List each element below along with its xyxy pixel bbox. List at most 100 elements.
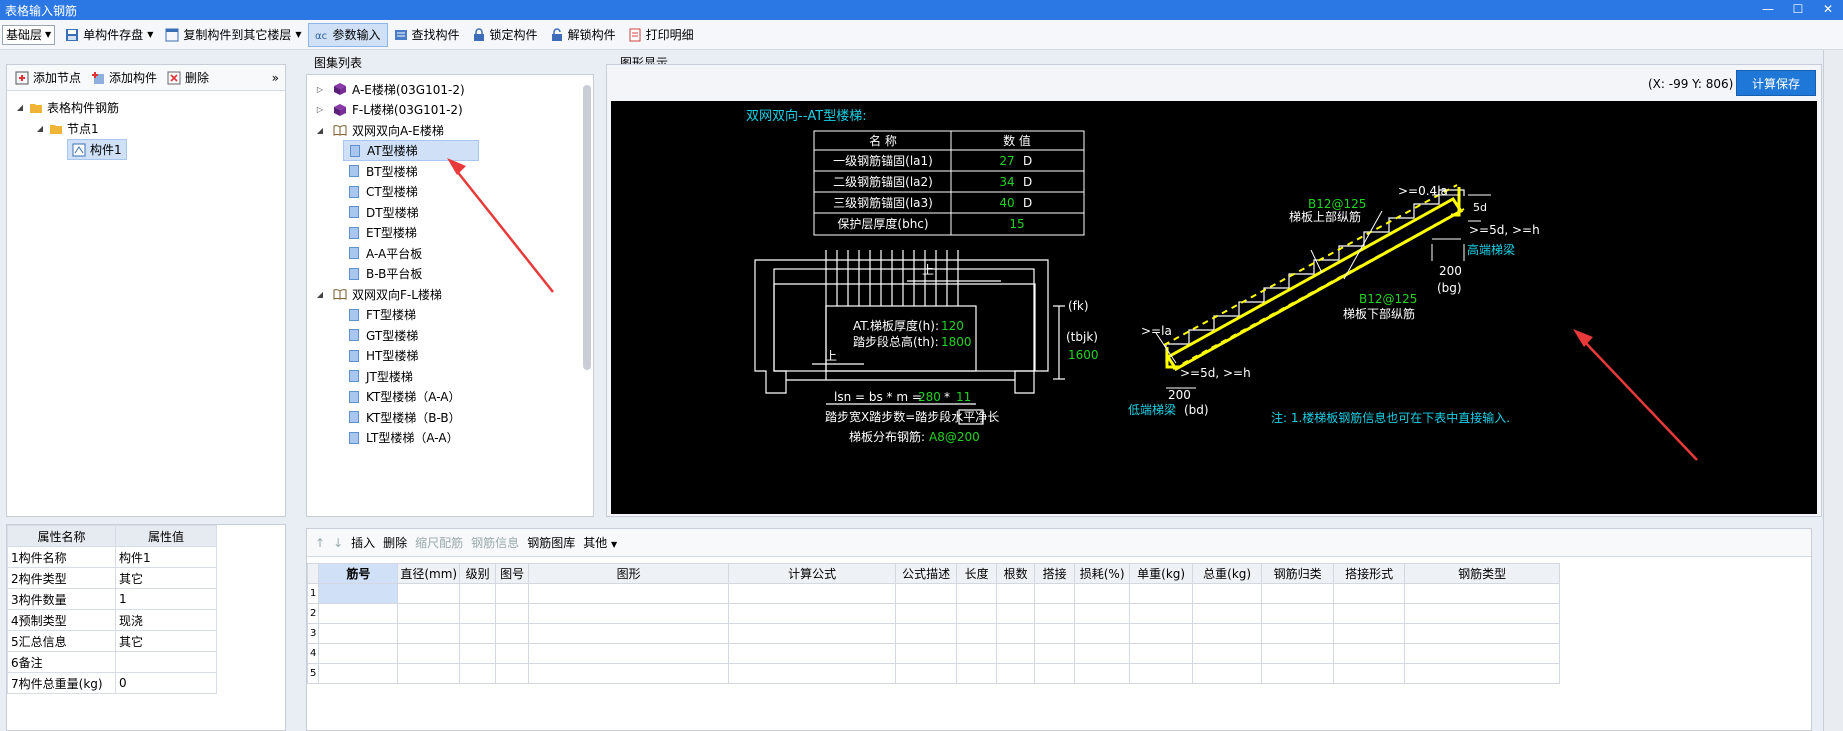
table-row[interactable]: 2 xyxy=(306,603,1561,624)
grid-cell[interactable] xyxy=(1261,663,1335,684)
grid-column-header[interactable]: 图形 xyxy=(528,563,730,584)
atlas-item[interactable]: BT型楼梯 xyxy=(315,161,593,182)
atlas-item-body[interactable]: KT型楼梯（A-A） xyxy=(343,387,465,406)
bottom-bar-code[interactable]: B12@125 xyxy=(1359,292,1417,306)
grid-cell[interactable] xyxy=(397,643,461,664)
table-row[interactable]: 3 xyxy=(306,623,1561,644)
grid-cell[interactable] xyxy=(1261,583,1335,604)
grid-cell[interactable] xyxy=(1074,603,1131,624)
copy-to-floor-button[interactable]: 复制构件到其它楼层 ▼ xyxy=(159,23,307,47)
grid-cell[interactable] xyxy=(1333,643,1406,664)
grid-column-header[interactable]: 公式描述 xyxy=(895,563,958,584)
atlas-item-body[interactable]: 双网双向F-L楼梯 xyxy=(329,285,446,304)
grid-cell[interactable] xyxy=(1261,603,1335,624)
grid-cell[interactable] xyxy=(1129,643,1194,664)
property-value[interactable]: 其它 xyxy=(115,630,217,652)
distribution-bar-value[interactable]: A8@200 xyxy=(929,430,980,444)
scale-rebar-button[interactable]: 缩尺配筋 xyxy=(415,536,464,550)
grid-cell[interactable] xyxy=(1192,643,1263,664)
grid-cell[interactable] xyxy=(1404,583,1561,604)
grid-cell[interactable] xyxy=(895,603,958,624)
unlock-component-button[interactable]: 解锁构件 xyxy=(544,23,622,47)
grid-cell[interactable] xyxy=(1333,663,1406,684)
grid-cell[interactable] xyxy=(996,643,1036,664)
grid-cell[interactable] xyxy=(397,583,461,604)
collapsed-toggle-icon[interactable]: ▷ xyxy=(316,105,324,115)
grid-cell[interactable] xyxy=(1034,583,1076,604)
move-up-button[interactable]: ↑ xyxy=(315,535,326,550)
atlas-group[interactable]: ▷A-E楼梯(03G101-2) xyxy=(315,79,593,100)
maximize-icon[interactable]: ☐ xyxy=(1792,2,1804,16)
grid-cell[interactable] xyxy=(1034,663,1076,684)
grid-cell[interactable] xyxy=(1034,623,1076,644)
atlas-item[interactable]: DT型楼梯 xyxy=(315,202,593,223)
grid-cell[interactable] xyxy=(1192,583,1263,604)
grid-column-header[interactable]: 搭接 xyxy=(1034,563,1076,584)
atlas-item-body[interactable]: DT型楼梯 xyxy=(343,203,423,222)
grid-cell[interactable] xyxy=(956,583,998,604)
atlas-item-body[interactable]: AT型楼梯 xyxy=(343,140,479,162)
grid-cell[interactable] xyxy=(528,583,730,604)
property-row[interactable]: 4预制类型现浇 xyxy=(7,609,217,631)
grid-cell[interactable] xyxy=(996,663,1036,684)
grid-cell[interactable] xyxy=(996,583,1036,604)
grid-cell[interactable] xyxy=(728,663,897,684)
grid-cell[interactable] xyxy=(996,603,1036,624)
tread-count-value[interactable]: 11 xyxy=(956,390,971,404)
rebar-info-button[interactable]: 钢筋信息 xyxy=(471,536,520,550)
table-row-value[interactable]: 15 xyxy=(1009,217,1024,231)
grid-cell[interactable] xyxy=(956,623,998,644)
grid-cell[interactable] xyxy=(495,623,530,644)
grid-cell[interactable] xyxy=(1404,603,1561,624)
atlas-item-body[interactable]: A-A平台板 xyxy=(343,244,426,263)
expanded-toggle-icon[interactable]: ◢ xyxy=(316,125,324,135)
grid-column-header[interactable]: 钢筋归类 xyxy=(1261,563,1335,584)
tree-node-component[interactable]: 构件1 xyxy=(15,139,285,160)
grid-cell[interactable] xyxy=(728,583,897,604)
atlas-item[interactable]: FT型楼梯 xyxy=(315,305,593,326)
grid-column-header[interactable]: 计算公式 xyxy=(728,563,897,584)
atlas-item[interactable]: LT型楼梯（A-A） xyxy=(315,428,593,449)
collapsed-toggle-icon[interactable]: ▷ xyxy=(316,84,324,94)
floor-select[interactable]: 基础层 ▼ xyxy=(2,24,56,45)
move-down-button[interactable]: ↓ xyxy=(333,535,344,550)
grid-cell[interactable] xyxy=(728,623,897,644)
table-row[interactable]: 1 xyxy=(306,583,1561,604)
atlas-item-body[interactable]: CT型楼梯 xyxy=(343,182,422,201)
grid-column-header[interactable]: 直径(mm) xyxy=(397,563,461,584)
atlas-item-body[interactable]: 双网双向A-E楼梯 xyxy=(329,121,448,140)
grid-column-header[interactable]: 搭接形式 xyxy=(1333,563,1406,584)
grid-cell[interactable] xyxy=(397,623,461,644)
grid-cell[interactable] xyxy=(528,663,730,684)
grid-column-header[interactable]: 筋号 xyxy=(318,563,399,584)
grid-column-header[interactable]: 钢筋类型 xyxy=(1404,563,1561,584)
close-icon[interactable]: ✕ xyxy=(1822,2,1834,16)
grid-column-header[interactable]: 长度 xyxy=(956,563,998,584)
atlas-item-body[interactable]: B-B平台板 xyxy=(343,264,426,283)
lock-component-button[interactable]: 锁定构件 xyxy=(466,23,544,47)
insert-row-button[interactable]: 插入 xyxy=(351,536,376,550)
grid-cell[interactable] xyxy=(528,623,730,644)
delete-row-button[interactable]: 删除 xyxy=(383,536,408,550)
top-bar-code[interactable]: B12@125 xyxy=(1308,197,1366,211)
grid-cell[interactable] xyxy=(1261,643,1335,664)
grid-cell[interactable] xyxy=(956,663,998,684)
add-node-button[interactable]: 添加节点 xyxy=(11,67,85,89)
grid-cell[interactable] xyxy=(1261,623,1335,644)
grid-cell[interactable] xyxy=(495,603,530,624)
atlas-item[interactable]: JT型楼梯 xyxy=(315,366,593,387)
save-component-button[interactable]: 单构件存盘 ▼ xyxy=(59,23,159,47)
grid-cell[interactable] xyxy=(1129,603,1194,624)
grid-cell[interactable] xyxy=(1129,663,1194,684)
grid-cell[interactable] xyxy=(528,603,730,624)
atlas-item-body[interactable]: FT型楼梯 xyxy=(343,305,420,324)
table-row-value[interactable]: 27 xyxy=(999,154,1014,168)
expand-toggle-icon[interactable]: ◢ xyxy=(36,124,44,133)
grid-cell[interactable] xyxy=(956,643,998,664)
grid-cell[interactable] xyxy=(1074,643,1131,664)
grid-column-header[interactable]: 总重(kg) xyxy=(1192,563,1263,584)
grid-cell[interactable] xyxy=(1074,623,1131,644)
calc-save-button[interactable]: 计算保存 xyxy=(1736,70,1816,96)
property-row[interactable]: 7构件总重量(kg)0 xyxy=(7,672,217,694)
grid-cell[interactable] xyxy=(895,663,958,684)
